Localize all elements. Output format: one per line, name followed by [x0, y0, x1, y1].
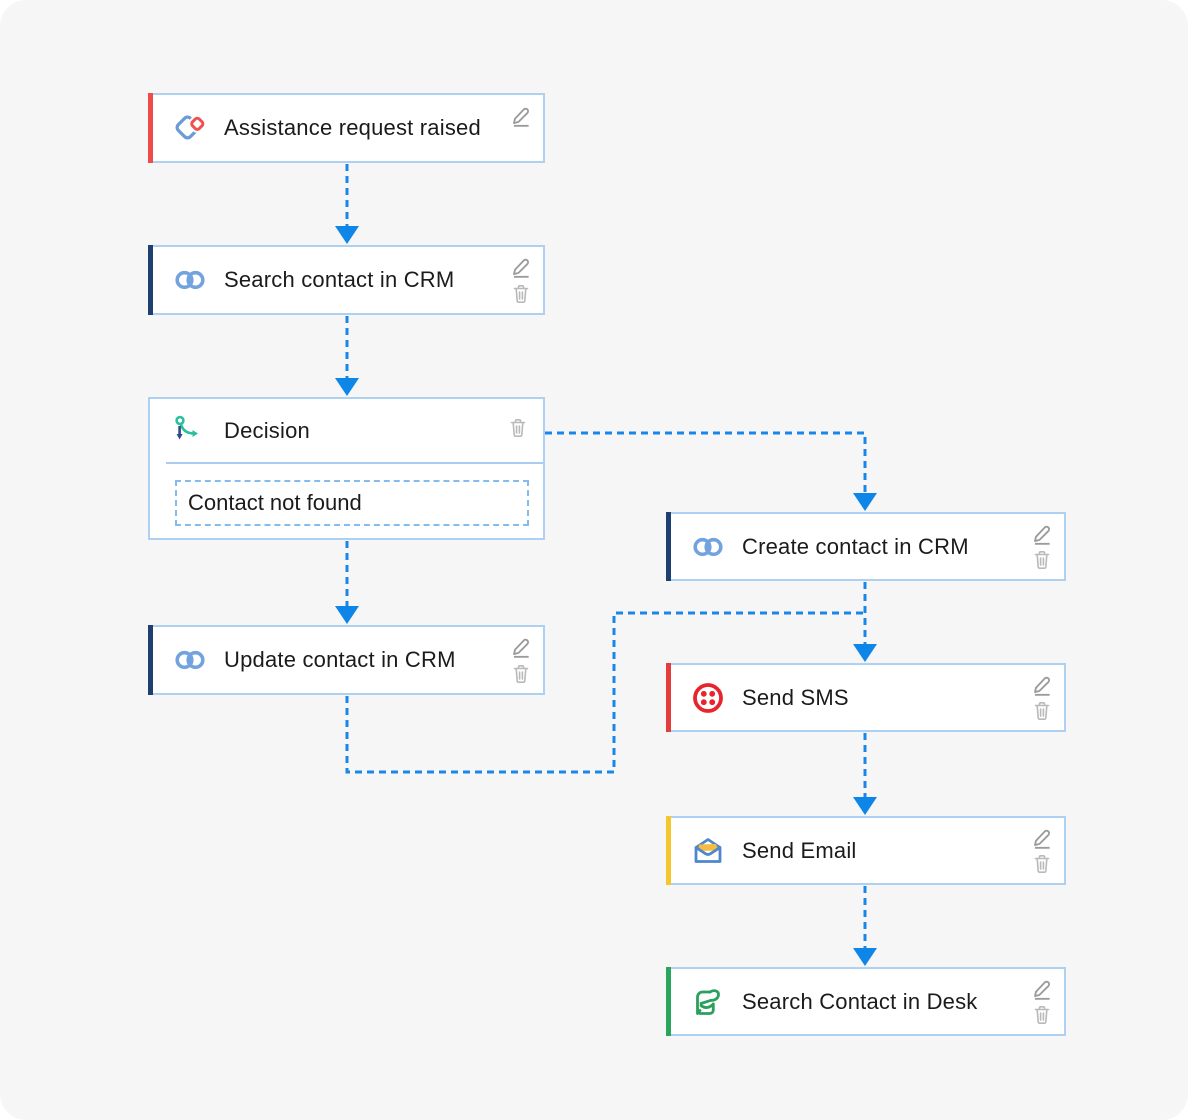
zoho-desk-icon [690, 984, 726, 1020]
zoho-crm-icon [690, 529, 726, 565]
node-label: Assistance request raised [224, 115, 481, 140]
node-actions [1030, 665, 1056, 730]
node-label: Send Email [742, 837, 857, 863]
zoho-crm-icon [172, 262, 208, 298]
node-accent-bar [148, 625, 153, 695]
divider [166, 462, 543, 464]
open-envelope-icon [690, 833, 726, 869]
edit-icon[interactable] [509, 104, 533, 128]
node-accent-bar [666, 512, 671, 581]
trash-icon[interactable] [509, 281, 533, 305]
node-actions [509, 247, 535, 313]
edit-icon[interactable] [1030, 673, 1054, 697]
node-accent-bar [666, 663, 671, 732]
node-label: Decision [224, 417, 310, 443]
zoho-creator-icon [172, 110, 208, 146]
flow-node-decision[interactable]: Decision Contact not found [148, 397, 545, 540]
node-accent-bar [666, 967, 671, 1036]
edit-icon[interactable] [509, 635, 533, 659]
arrowhead-icon [335, 606, 359, 624]
edit-icon[interactable] [1030, 977, 1054, 1001]
trash-icon[interactable] [1030, 1002, 1054, 1026]
node-accent-bar [148, 93, 153, 163]
arrowhead-icon [853, 797, 877, 815]
node-label: Search Contact in Desk [742, 988, 978, 1014]
node-actions [1030, 969, 1056, 1034]
arrowhead-icon [335, 226, 359, 244]
node-label: Send SMS [742, 684, 849, 710]
node-actions [1030, 818, 1056, 883]
flow-node-create-contact-crm[interactable]: Create contact in CRM [666, 512, 1066, 581]
decision-branch-condition[interactable]: Contact not found [175, 480, 529, 526]
trash-icon[interactable] [507, 416, 531, 440]
node-actions [509, 627, 535, 693]
flow-node-send-email[interactable]: Send Email [666, 816, 1066, 885]
node-label: Update contact in CRM [224, 647, 456, 672]
node-accent-bar [666, 816, 671, 885]
decision-header: Decision [150, 399, 543, 462]
arrowhead-icon [853, 948, 877, 966]
trash-icon[interactable] [1030, 698, 1054, 722]
trash-icon[interactable] [509, 661, 533, 685]
zoho-crm-icon [172, 642, 208, 678]
trash-icon[interactable] [1030, 547, 1054, 571]
flow-node-search-contact-desk[interactable]: Search Contact in Desk [666, 967, 1066, 1036]
edit-icon[interactable] [1030, 522, 1054, 546]
decision-branch-icon [170, 413, 206, 449]
edit-icon[interactable] [509, 255, 533, 279]
condition-label: Contact not found [188, 490, 362, 515]
node-label: Create contact in CRM [742, 533, 969, 559]
connector-decision-to-createcrm [545, 431, 867, 492]
arrowhead-icon [335, 378, 359, 396]
node-label: Search contact in CRM [224, 267, 455, 292]
flow-node-send-sms[interactable]: Send SMS [666, 663, 1066, 732]
arrowhead-icon [853, 644, 877, 662]
arrowhead-icon [853, 493, 877, 511]
edit-icon[interactable] [1030, 826, 1054, 850]
twilio-icon [690, 680, 726, 716]
flow-node-update-contact-crm[interactable]: Update contact in CRM [148, 625, 545, 695]
node-actions [1030, 514, 1056, 579]
trash-icon[interactable] [1030, 851, 1054, 875]
node-accent-bar [148, 245, 153, 315]
flow-node-assistance-request[interactable]: Assistance request raised [148, 93, 545, 163]
flow-node-search-contact-crm[interactable]: Search contact in CRM [148, 245, 545, 315]
